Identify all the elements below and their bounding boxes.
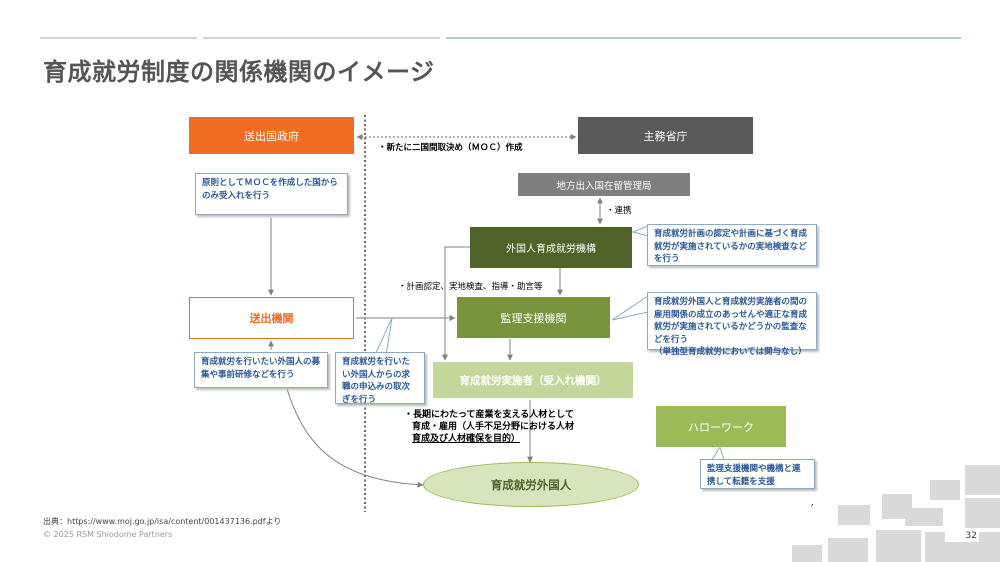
sending-role-note: 育成就労を行いたい外国人の募集や事前研修などを行う <box>194 352 328 388</box>
page-number: 32 <box>945 530 979 542</box>
agency-to-implementer-arrow <box>442 246 470 361</box>
supervising-body-box: 監理支援機関 <box>457 297 610 338</box>
long-term-line-2: 育成・雇用（人手不足分野における人材 <box>412 422 575 432</box>
long-term-line-1: ・長期にわたって産業を支える人材として <box>404 410 575 420</box>
long-term-line-3: 育成及び人材確保を目的） <box>412 434 521 444</box>
hello-work-note-text: 監理支援機関や機構と連携して転籍を支援 <box>707 464 801 487</box>
deco-block <box>876 530 921 562</box>
supervising-role-note-text: 育成就労外国人と育成就労実施者の間の雇用関係の成立のあっせんや適正な育成就労が実… <box>654 297 808 345</box>
sending-job-note: 育成就労を行いたい外国人からの求職の申込みの取次ぎを行う <box>335 352 425 405</box>
moc-label: ・新たに二国間取決め（ＭＯＣ）作成 <box>378 143 523 153</box>
foreign-worker-agency-label: 外国人育成就労機構 <box>506 244 596 255</box>
hello-work-label: ハローワーク <box>688 420 754 434</box>
long-term-label: ・長期にわたって産業を支える人材として 育成・雇用（人手不足分野における人材 育… <box>404 409 574 445</box>
supervising-callout-pointer <box>611 295 649 321</box>
ministry-box: 主務省庁 <box>578 117 753 154</box>
sending-government-box: 送出国政府 <box>189 117 354 154</box>
deco-block <box>828 538 868 562</box>
implementer-label: 育成就労実施者（受入れ機関） <box>459 374 607 387</box>
sending-to-worker-curve <box>282 374 424 488</box>
foreign-worker-agency-box: 外国人育成就労機構 <box>470 227 632 268</box>
foreign-worker-label: 育成就労外国人 <box>490 477 572 492</box>
deco-block <box>838 505 870 525</box>
sending-agency-label: 送出機関 <box>249 312 294 325</box>
immigration-bureau-box: 地方出入国在留管理局 <box>518 173 690 196</box>
cooperation-label: ・連携 <box>606 206 632 216</box>
hello-work-note: 監理支援機関や機構と連携して転籍を支援 <box>700 459 815 489</box>
ministry-label: 主務省庁 <box>643 129 688 143</box>
deco-block <box>905 508 943 526</box>
agency-callout-pointer <box>631 225 649 237</box>
copyright: © 2025 RSM Shiodome Partners <box>43 530 173 539</box>
agency-role-note-text: 育成就労計画の認定や計画に基づく育成就労が実施されているかの実地検査などを行う <box>654 229 808 264</box>
government-note-text: 原則としてＭＯＣを作成した国からのみ受入れを行う <box>202 178 338 201</box>
page-title: 育成就労制度の関係機関のイメージ <box>43 58 435 86</box>
plan-line-label: ・計画認定、実地検査、指導・助言等 <box>398 282 543 292</box>
deco-block <box>930 480 960 500</box>
foreign-worker-ellipse: 育成就労外国人 <box>423 462 639 507</box>
sending-agency-box: 送出機関 <box>189 297 354 339</box>
deco-block <box>792 545 822 562</box>
stray-mark: ′ <box>811 502 814 515</box>
header-rule-right <box>446 37 961 39</box>
sending-job-note-text: 育成就労を行いたい外国人からの求職の申込みの取次ぎを行う <box>342 357 411 405</box>
sending-government-label: 送出国政府 <box>244 129 299 143</box>
sending-role-note-text: 育成就労を行いたい外国人の募集や事前研修などを行う <box>201 357 321 380</box>
supervising-role-note-sub: （単独型育成就労においては関与なし） <box>654 347 807 357</box>
deco-block <box>965 498 1000 528</box>
agency-role-note: 育成就労計画の認定や計画に基づく育成就労が実施されているかの実地検査などを行う <box>647 224 817 266</box>
government-note: 原則としてＭＯＣを作成した国からのみ受入れを行う <box>195 173 348 215</box>
supervising-role-note: 育成就労外国人と育成就労実施者の間の雇用関係の成立のあっせんや適正な育成就労が実… <box>647 292 817 357</box>
supervising-body-label: 監理支援機関 <box>500 311 567 325</box>
implementer-box: 育成就労実施者（受入れ機関） <box>433 362 633 398</box>
source-citation: 出典：https://www.moj.go.jp/isa/content/001… <box>43 517 282 526</box>
sending-job-callout-pointer <box>374 317 393 356</box>
header-rule-left <box>40 37 197 39</box>
hello-work-box: ハローワーク <box>656 406 786 447</box>
immigration-bureau-label: 地方出入国在留管理局 <box>556 180 652 192</box>
deco-block <box>965 465 1000 495</box>
header-rule-middle <box>203 37 440 39</box>
